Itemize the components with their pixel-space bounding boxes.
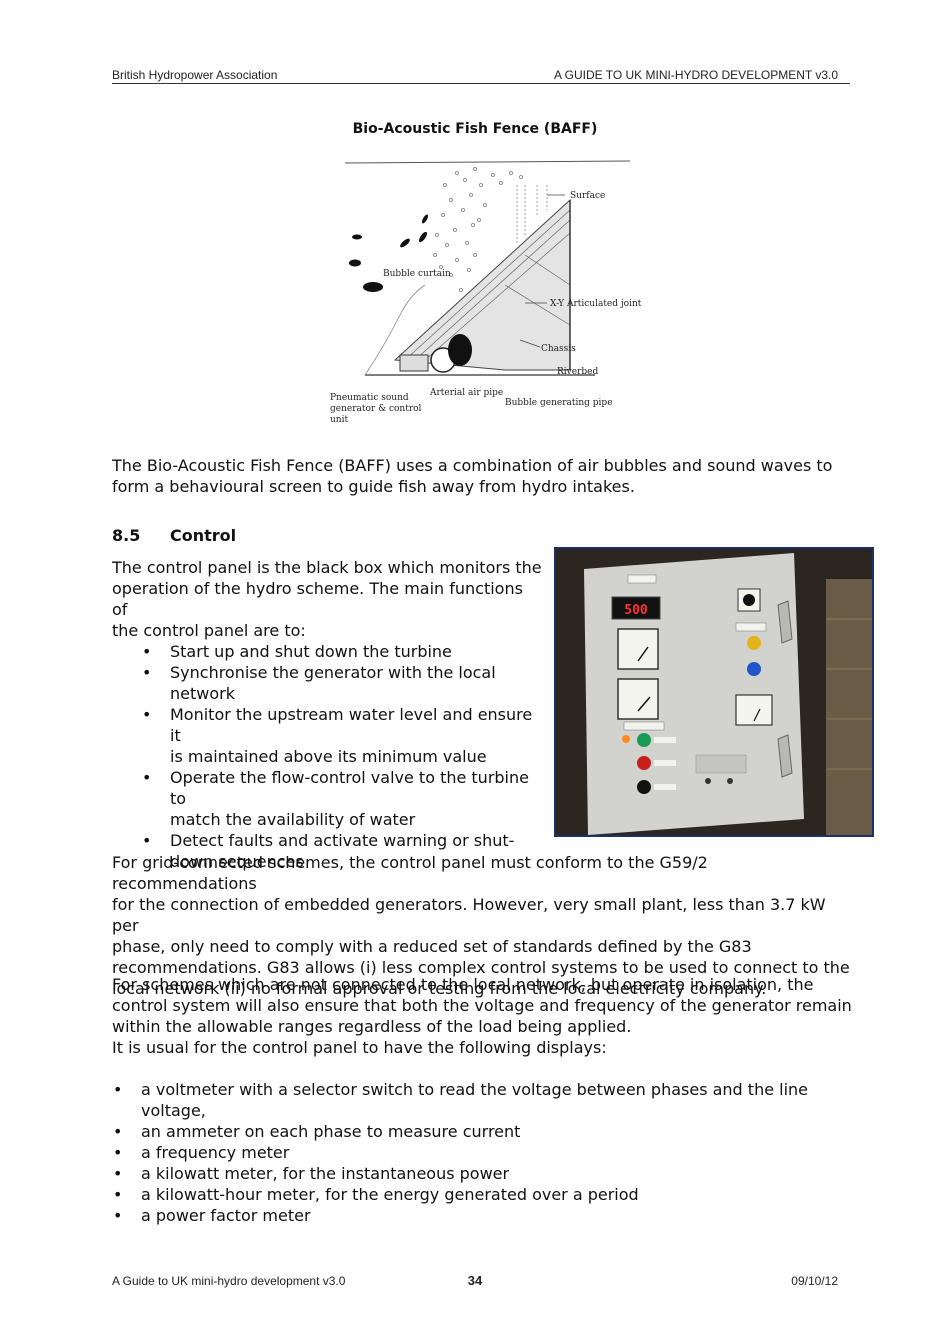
bullet: • [113,1122,123,1141]
label-bubble-curtain: Bubble curtain [383,269,451,279]
grid-line: local network (ii) no formal approval or… [112,979,767,998]
label-chassis: Chassis [541,344,576,354]
surface-line [344,160,631,164]
label-pneumatic-1: Pneumatic sound [330,393,409,403]
bubble-plume [433,167,523,292]
analog-meter [617,678,659,720]
list-item: •a voltmeter with a selector switch to r… [113,1080,809,1120]
display-reading: 500 [624,603,648,618]
list-item: •Operate the flow-control valve to the t… [142,768,529,829]
section-intro-line: The control panel is the black box which… [112,558,542,577]
bullet: • [113,1143,123,1162]
section-intro-line: the control panel are to: [112,621,306,640]
stop-button [637,756,651,770]
label-bubble-pipe: Bubble generating pipe [505,398,613,408]
section-title: Control [170,526,237,545]
bullet: • [142,768,152,787]
header-rule [112,83,850,84]
label-pneumatic-3: unit [330,415,348,425]
section-intro-line: operation of the hydro scheme. The main … [112,579,523,619]
list-item: •Monitor the upstream water level and en… [142,705,533,766]
bullet: • [142,831,152,850]
indicator-lamp [622,735,630,743]
list-item: •Synchronise the generator with the loca… [142,663,496,703]
displays-list: •a voltmeter with a selector switch to r… [113,1079,851,1226]
grid-line: recommendations. G83 allows (i) less com… [112,958,850,977]
list-item: •an ammeter on each phase to measure cur… [113,1122,521,1141]
bullet: • [113,1080,123,1099]
label-arterial: Arterial air pipe [429,388,503,398]
grid-paragraph: For grid-connected schemes, the control … [112,852,852,999]
baff-diagram: Surface Bubble curtain X-Y Articulated j… [330,160,642,425]
panel-door [584,553,804,835]
fish-group [349,214,429,292]
digital-display [611,596,661,620]
label-riverbed: Riverbed [557,367,598,377]
analog-meter [617,628,659,670]
label-surface: Surface [570,191,605,201]
section-number: 8.5 [112,526,141,545]
list-item: •a frequency meter [113,1143,290,1162]
intro-paragraph: The Bio-Acoustic Fish Fence (BAFF) uses … [112,455,852,497]
list-item: •a kilowatt-hour meter, for the energy g… [113,1185,639,1204]
figure-title: Bio-Acoustic Fish Fence (BAFF) [352,121,598,137]
reset-button [637,780,651,794]
control-panel-illustration: 500 [556,549,872,835]
list-item: •Start up and shut down the turbine [142,642,452,661]
grid-line: For grid-connected schemes, the control … [112,853,708,893]
label-articulated-joint: X-Y Articulated joint [550,299,642,309]
isolated-line: within the allowable ranges regardless o… [112,1017,632,1036]
label-pneumatic-2: generator & control [330,404,422,414]
blue-lamp [747,662,761,676]
fence-hatching [404,209,571,361]
arterial-pipe [448,334,472,366]
isolated-line: For schemes which are not connected to t… [112,975,814,994]
intro-line: The Bio-Acoustic Fish Fence (BAFF) uses … [112,456,833,475]
footer-left: A Guide to UK mini-hydro development v3.… [112,1274,346,1288]
functions-list: •Start up and shut down the turbine •Syn… [142,641,545,872]
isolated-paragraph: For schemes which are not connected to t… [112,974,852,1058]
footer-date: 09/10/12 [791,1274,838,1288]
bullet: • [142,663,152,682]
isolated-line: It is usual for the control panel to hav… [112,1038,607,1057]
bullet: • [142,642,152,661]
bullet: • [113,1185,123,1204]
intro-line: form a behavioural screen to guide fish … [112,477,635,496]
bullet: • [113,1206,123,1225]
bank-line [364,284,426,376]
control-panel-photo: 500 [554,547,874,837]
grid-line: for the connection of embedded generator… [112,895,826,935]
bullet: • [113,1164,123,1183]
section-intro: The control panel is the black box which… [112,557,542,641]
list-item: •a kilowatt meter, for the instantaneous… [113,1164,510,1183]
yellow-lamp [747,636,761,650]
sound-lines [516,185,548,245]
start-button [637,733,651,747]
header-left: British Hydropower Association [112,68,278,82]
control-unit [399,354,429,372]
leader-lines [519,194,565,348]
grid-line: phase, only need to comply with a reduce… [112,937,752,956]
isolated-line: control system will also ensure that bot… [112,996,852,1015]
bullet: • [142,705,152,724]
header-right: A GUIDE TO UK MINI-HYDRO DEVELOPMENT v3.… [553,68,838,82]
list-item: •a power factor meter [113,1206,311,1225]
page-number: 34 [467,1273,483,1288]
list-item: •Detect faults and activate warning or s… [142,831,515,871]
